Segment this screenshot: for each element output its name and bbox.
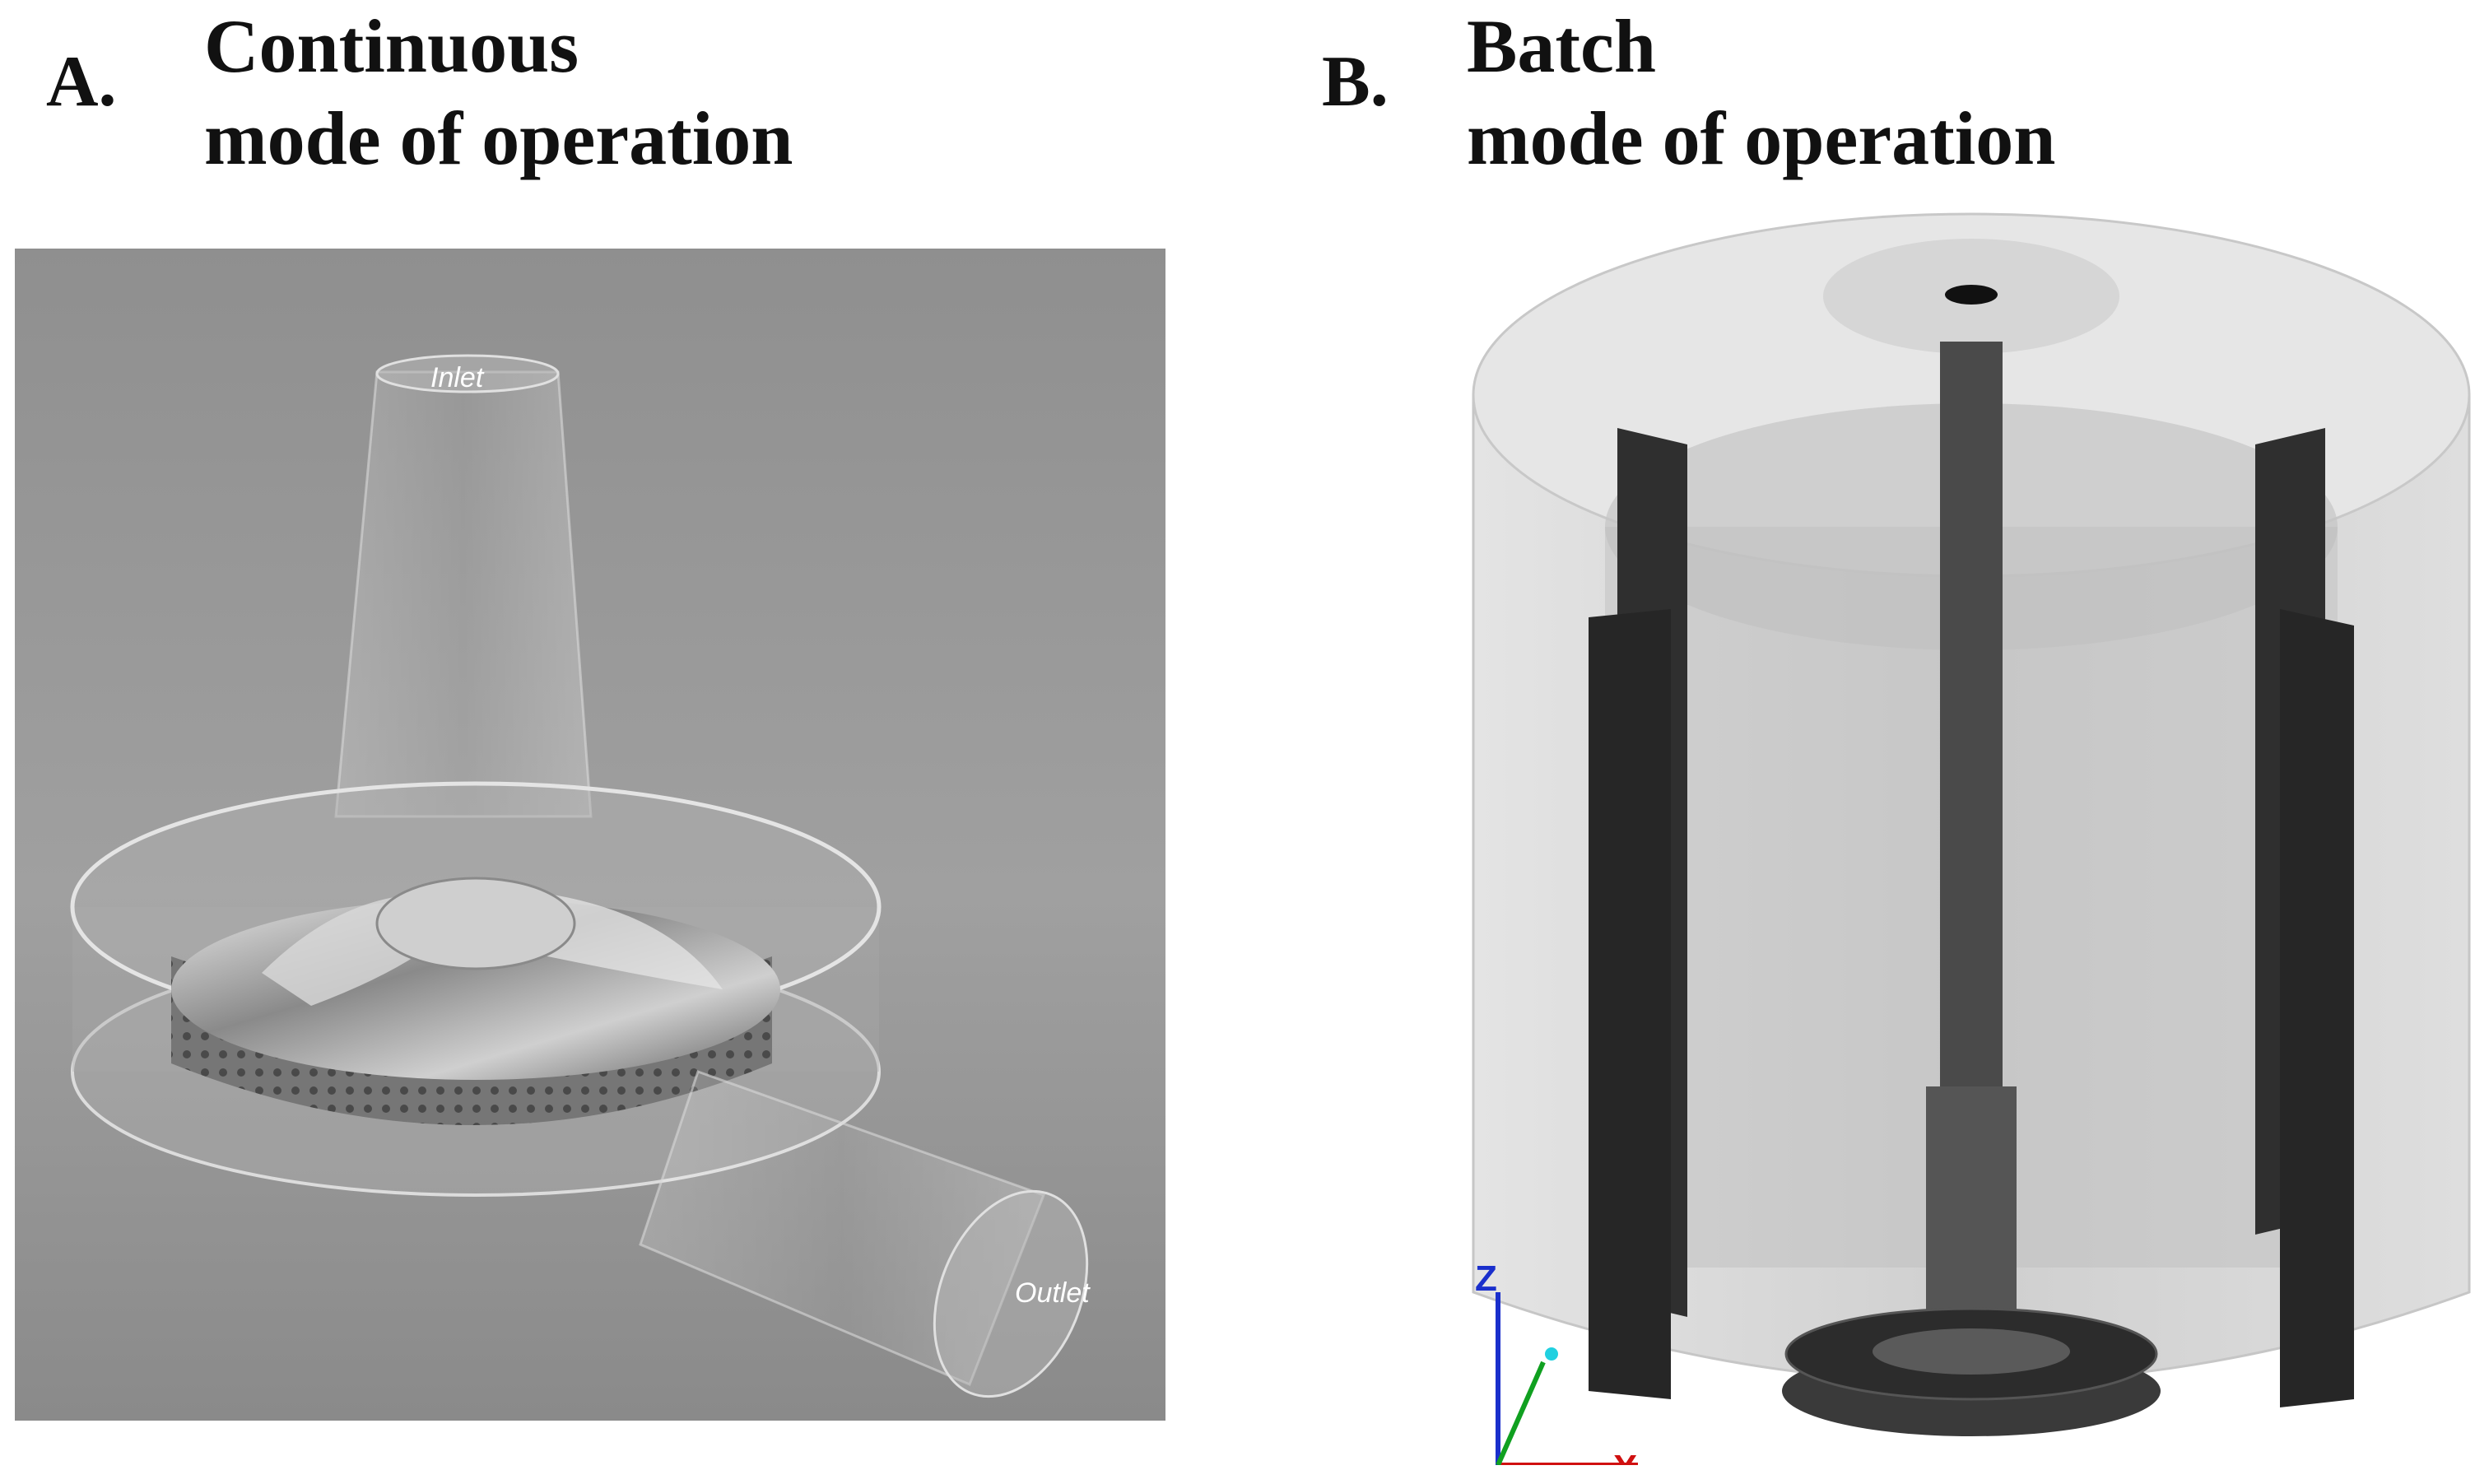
- axis-y-marker: [1545, 1347, 1558, 1361]
- outlet-opening: [933, 1189, 1089, 1398]
- baffle: [2280, 609, 2354, 1407]
- panel-b-letter: B.: [1322, 42, 1389, 122]
- panel-b-title: Batch mode of operation: [1467, 0, 2055, 184]
- panel-a-title: Continuous mode of operation: [204, 0, 793, 184]
- shaft-hole: [1945, 285, 1998, 305]
- panel-a-letter: A.: [46, 42, 117, 122]
- rotor-hub: [375, 877, 576, 970]
- outlet-label: Outlet: [1015, 1277, 1091, 1309]
- impeller-center: [1873, 1328, 2070, 1375]
- axis-z-label: Z: [1475, 1258, 1497, 1299]
- axis-x-label: X: [1613, 1448, 1637, 1465]
- panel-a-title-line1: Continuous: [204, 4, 579, 88]
- batch-tank-render: Z X: [1472, 212, 2471, 1465]
- inlet-label: Inlet: [430, 362, 485, 393]
- outlet-pipe: [639, 1070, 1045, 1386]
- axis-y-line: [1496, 1361, 1546, 1465]
- continuous-mixer-render: Inlet Outlet: [15, 249, 1165, 1421]
- baffle: [1589, 609, 1671, 1399]
- panel-a-title-line2: mode of operation: [204, 96, 793, 180]
- shaft-collar: [1926, 1086, 2017, 1333]
- inlet-pipe: [334, 370, 593, 818]
- panel-b-title-line1: Batch: [1467, 4, 1656, 88]
- panel-b-title-line2: mode of operation: [1467, 96, 2056, 180]
- inlet-opening: [375, 354, 560, 393]
